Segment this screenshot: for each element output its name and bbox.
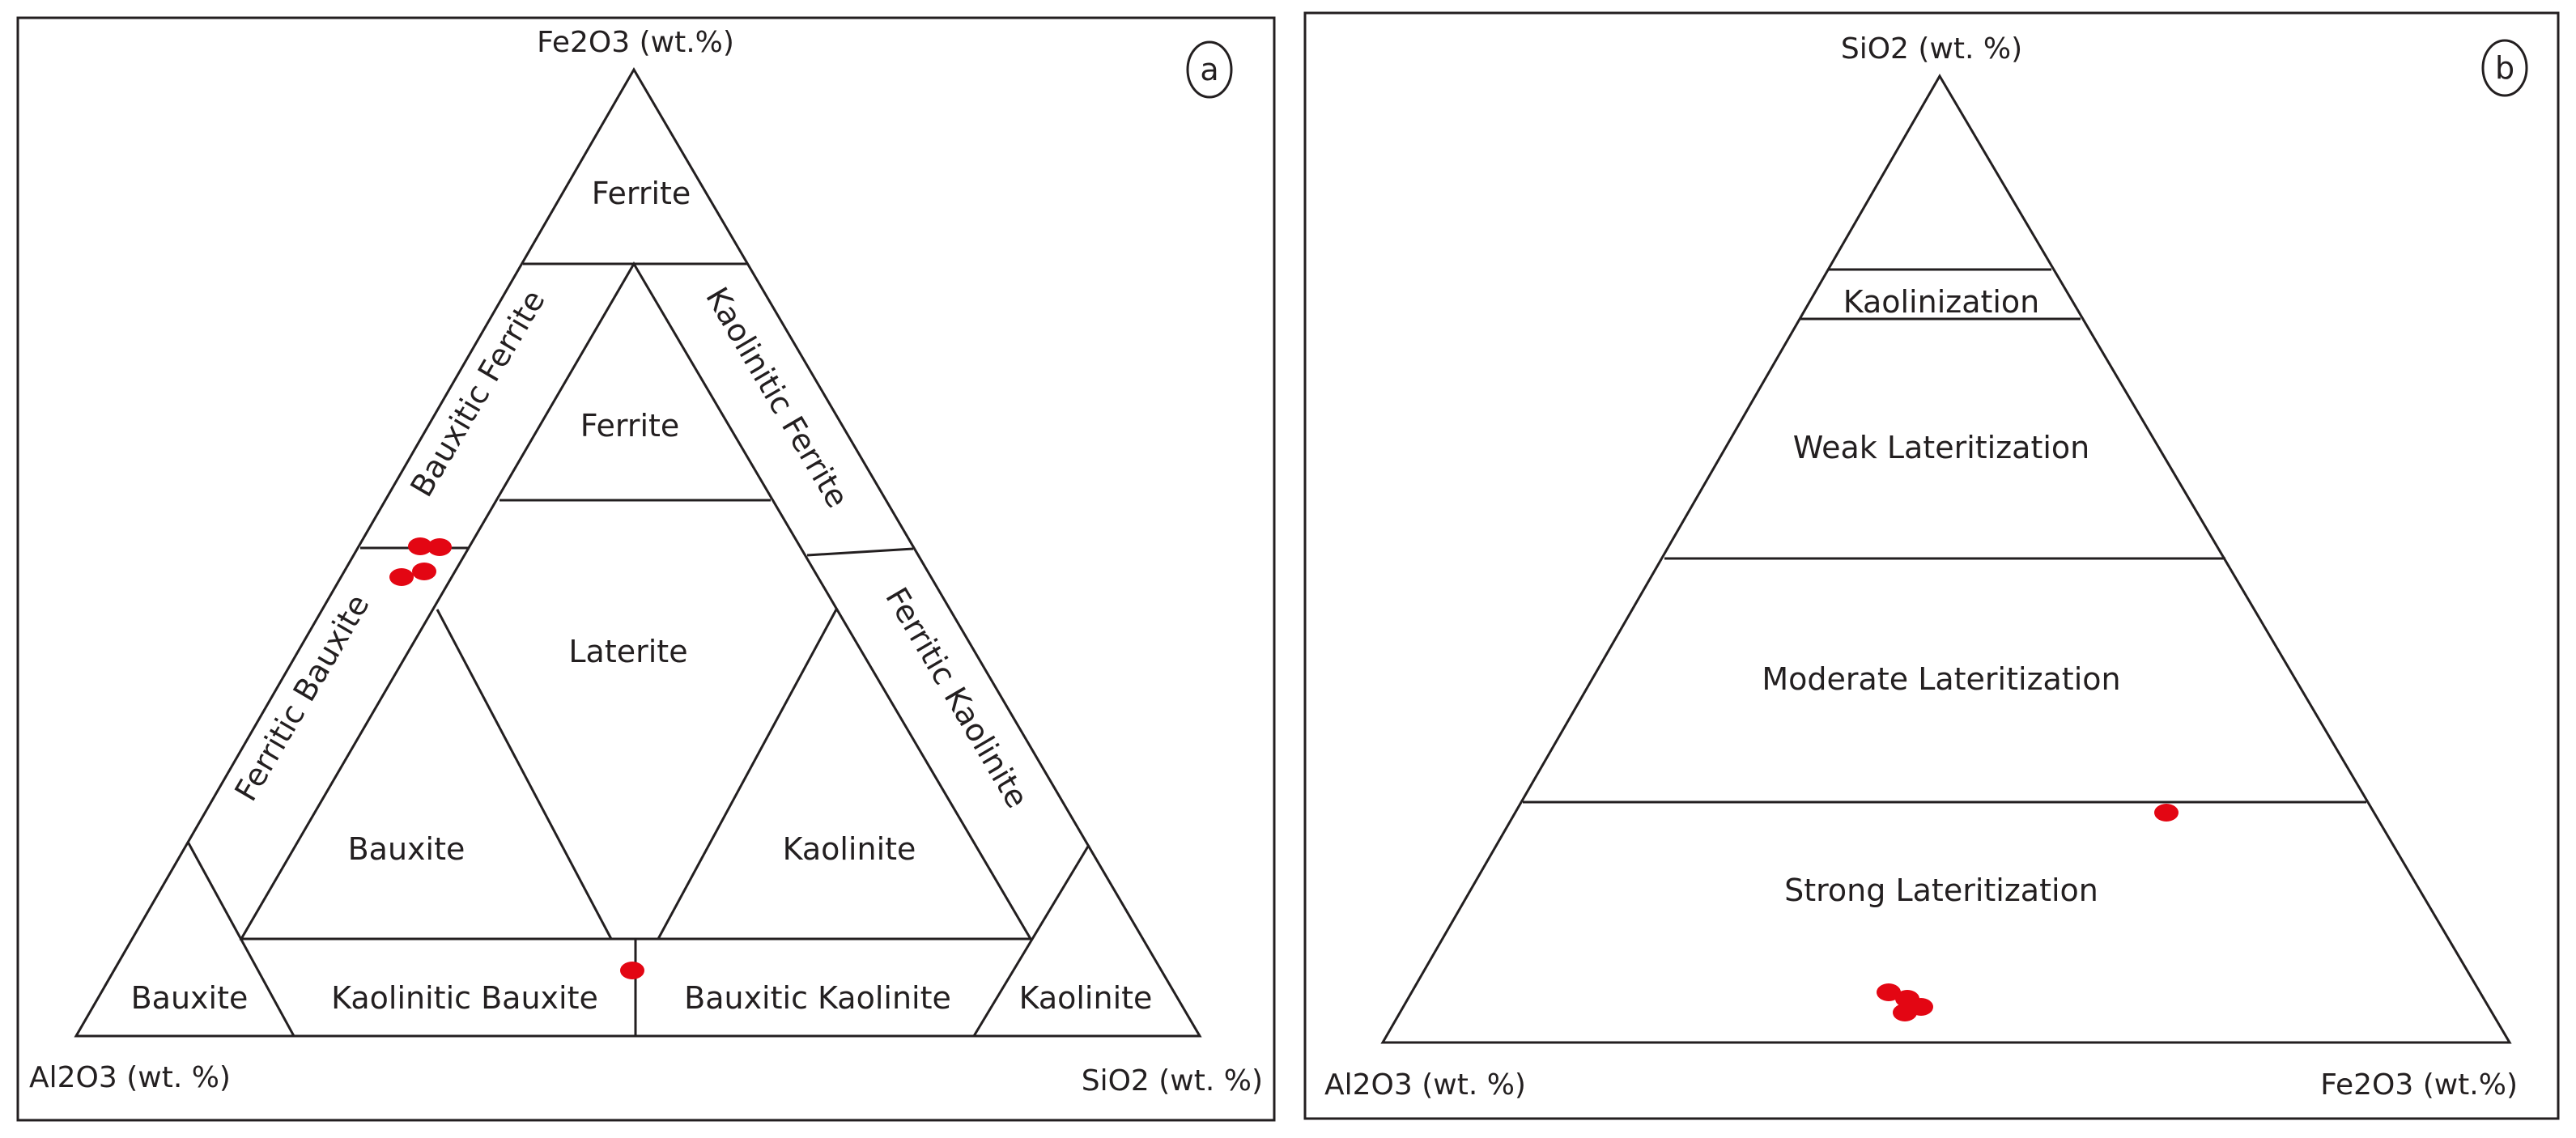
zone-moderate-lateritization: Moderate Lateritization <box>1762 661 2120 697</box>
region-bauxite-inner: Bauxite <box>348 831 465 867</box>
sample-point <box>620 962 644 979</box>
panel-a-apex-top-label: Fe2O3 (wt.%) <box>537 26 734 59</box>
sample-point <box>427 538 452 556</box>
panel-a-tag-circle <box>1186 40 1233 99</box>
sample-point <box>408 537 432 555</box>
region-kaolinite-corner: Kaolinite <box>1019 980 1153 1016</box>
panel-b-apex-top-label: SiO2 (wt. %) <box>1841 32 2022 66</box>
panel-b: b SiO2 (wt. %) Al2O3 (wt. %) Fe2O3 (wt.%… <box>1303 11 2560 1120</box>
panel-b-frame <box>1303 11 2560 1120</box>
sample-point <box>412 563 436 580</box>
sample-point <box>2154 804 2179 822</box>
panel-b-apex-right-label: Fe2O3 (wt.%) <box>2320 1068 2518 1102</box>
panel-a-apex-left-label: Al2O3 (wt. %) <box>29 1061 231 1094</box>
region-bauxitic-ferrite: Bauxitic Ferrite <box>403 284 551 503</box>
sample-point <box>389 568 414 586</box>
region-kaolinite-inner: Kaolinite <box>783 831 916 867</box>
zone-strong-lateritization: Strong Lateritization <box>1784 873 2098 908</box>
panel-a-apex-right-label: SiO2 (wt. %) <box>1082 1064 1263 1098</box>
panel-a-kaolinite-right-line <box>657 609 838 940</box>
zone-kaolinization: Kaolinization <box>1843 284 2040 320</box>
zone-weak-lateritization: Weak Lateritization <box>1793 430 2090 465</box>
panel-a-kaolinite-ferrite-divider <box>806 547 914 557</box>
panel-b-tag-circle <box>2481 39 2528 97</box>
sample-point <box>1893 1004 1917 1021</box>
panel-a-bauxite-left-line <box>436 609 613 940</box>
panel-a: a Fe2O3 (wt.%) Al2O3 (wt. %) SiO2 (wt. %… <box>16 16 1276 1122</box>
sample-point <box>1877 983 1901 1001</box>
region-kaolinitic-bauxite: Kaolinitic Bauxite <box>331 980 598 1016</box>
panel-a-bauxite-corner-line <box>186 841 295 1037</box>
region-ferritic-kaolinite: Ferritic Kaolinite <box>878 581 1035 814</box>
region-laterite: Laterite <box>568 634 687 669</box>
region-ferritic-bauxite: Ferritic Bauxite <box>227 588 376 807</box>
panel-b-tag: b <box>2495 50 2514 86</box>
region-bauxite-corner: Bauxite <box>131 980 249 1016</box>
panel-a-kaolinite-corner-line <box>972 844 1090 1037</box>
panel-b-apex-left-label: Al2O3 (wt. %) <box>1324 1068 1526 1102</box>
panel-a-tag: a <box>1200 52 1218 87</box>
region-ferrite-inner: Ferrite <box>580 408 680 444</box>
panel-a-frame <box>16 16 1276 1122</box>
region-ferrite-top: Ferrite <box>592 176 691 211</box>
region-bauxitic-kaolinite: Bauxitic Kaolinite <box>684 980 951 1016</box>
panel-a-outer-triangle <box>74 67 1202 1038</box>
